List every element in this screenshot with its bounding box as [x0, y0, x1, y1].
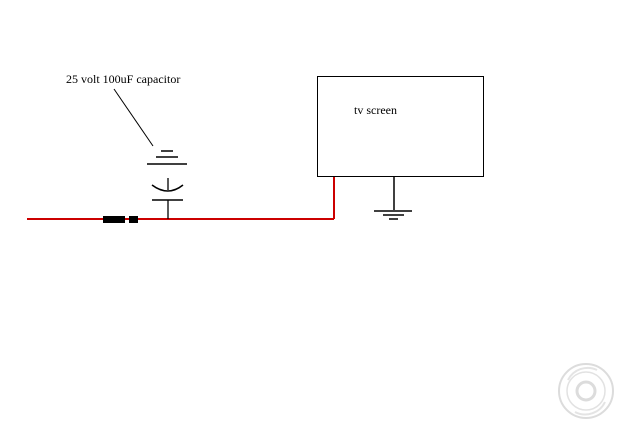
tv-screen-box: [317, 76, 484, 177]
tv-screen-label: tv screen: [354, 103, 397, 117]
capacitor-label: 25 volt 100uF capacitor: [66, 72, 181, 86]
inline-fuse-tip: [129, 216, 138, 223]
ground-symbol: [374, 177, 412, 220]
inline-fuse: [103, 216, 125, 223]
capacitor-symbol: [147, 150, 187, 219]
site-logo-watermark-icon: [558, 363, 614, 419]
capacitor-leader-line: [113, 88, 154, 147]
